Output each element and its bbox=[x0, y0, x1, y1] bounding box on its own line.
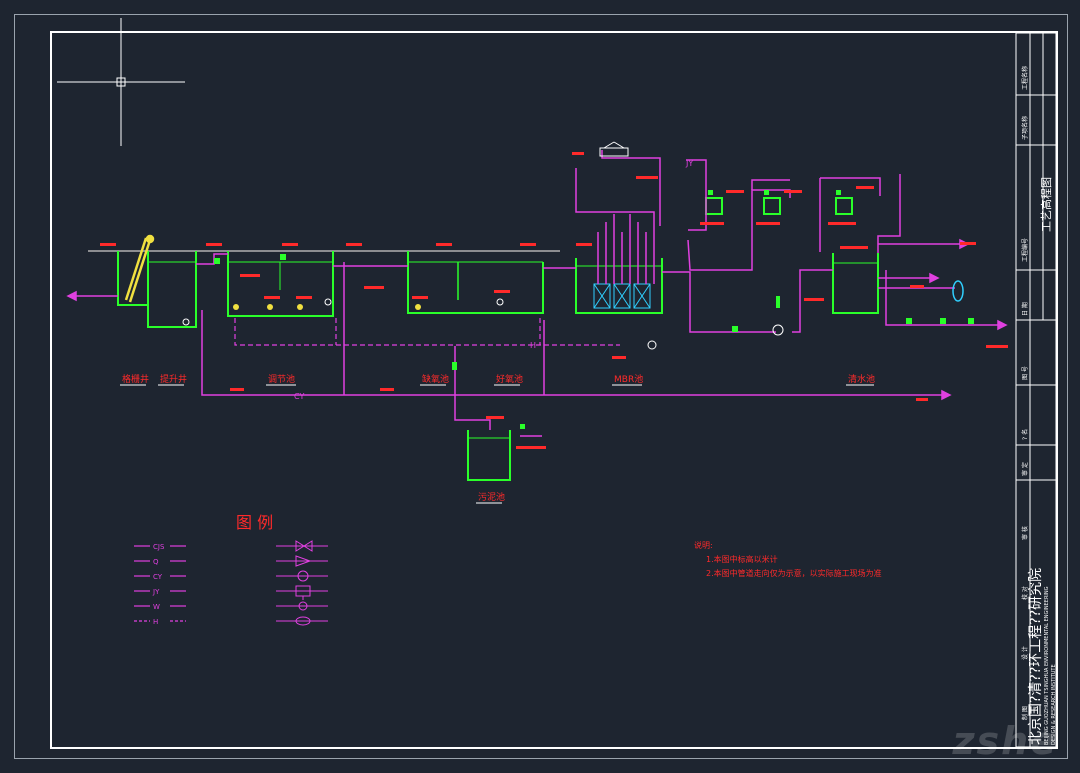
flowmeter-icon bbox=[276, 570, 328, 582]
title-block-label: 制 图 bbox=[1021, 706, 1029, 720]
pipe-code-h: H bbox=[530, 341, 536, 350]
legend-line-w: W bbox=[134, 603, 186, 611]
drawing-border bbox=[50, 31, 1058, 749]
notes: 说明: 1.本图中标高以米计 2.本图中管道走向仅为示意，以实际施工现场为准 bbox=[694, 540, 882, 578]
title-block-label: 图 号 bbox=[1022, 366, 1029, 380]
label-mbr-tank: MBR池 bbox=[614, 373, 643, 385]
title-block bbox=[1015, 32, 1057, 748]
influent-pipe[interactable] bbox=[66, 290, 118, 302]
legend-line-cy: CY bbox=[134, 573, 186, 581]
legend-code-w: W bbox=[153, 603, 160, 611]
pressure-tank[interactable] bbox=[952, 280, 964, 302]
pump-icon bbox=[276, 585, 328, 597]
title-block-label: 校 对 bbox=[1021, 586, 1029, 600]
drawing-title: 工艺高程图 bbox=[1039, 177, 1053, 232]
valve-marks bbox=[214, 190, 974, 429]
legend-line-jy: JY bbox=[134, 588, 186, 596]
label-regulating-tank: 调节池 bbox=[268, 373, 295, 385]
legend-symbols bbox=[276, 540, 328, 626]
legend-code-q: Q bbox=[153, 558, 159, 566]
label-lift-well: 提升井 bbox=[160, 373, 187, 385]
aerators bbox=[233, 304, 421, 310]
label-clear-tank: 清水池 bbox=[848, 373, 875, 385]
title-block-label: 审 定 bbox=[1021, 462, 1029, 476]
title-block-label: 设 计 bbox=[1021, 646, 1029, 660]
lift-well-structure[interactable] bbox=[147, 251, 197, 328]
watermark: zshe bbox=[952, 719, 1058, 763]
dosing-tank-2[interactable] bbox=[763, 197, 781, 215]
pipe-code-jy: JY bbox=[685, 159, 693, 168]
notes-item-2: 2.本图中管道走向仅为示意，以实际施工现场为准 bbox=[706, 568, 882, 578]
mechanical-bar-screen[interactable] bbox=[124, 234, 155, 303]
clear-water-tank-structure[interactable] bbox=[832, 253, 879, 314]
legend-code-cjs: CJS bbox=[153, 543, 165, 551]
clear-water-outlet-pipes[interactable] bbox=[878, 238, 1008, 331]
check-valve-icon bbox=[276, 555, 328, 567]
institute-name-en-2: DESIGN & RESEARCH INSTITUTE bbox=[1051, 664, 1057, 745]
institute-name-en-1: BEIJING GUOZHUAN TSINGHUA ENVIRONMENTAL … bbox=[1044, 586, 1050, 745]
legend: 图 例 CJS Q CY JY WH bbox=[134, 513, 328, 626]
regulating-tank-structure[interactable] bbox=[227, 251, 334, 317]
anoxic-aerobic-tank-structure[interactable] bbox=[407, 251, 544, 314]
label-sludge-tank: 污泥池 bbox=[478, 491, 505, 503]
mbr-membrane-modules[interactable] bbox=[593, 283, 651, 309]
dosing-tank-3[interactable] bbox=[835, 197, 853, 215]
gate-valve-icon bbox=[276, 540, 328, 552]
legend-code-jy: JY bbox=[152, 588, 160, 596]
label-screen-well: 格栅井 bbox=[122, 373, 149, 385]
sludge-tank-structure[interactable] bbox=[467, 430, 511, 481]
legend-line-q: Q bbox=[134, 558, 186, 566]
label-aerobic-tank: 好氧池 bbox=[496, 373, 523, 385]
outer-border bbox=[14, 14, 1068, 759]
h-dashed-pipe[interactable] bbox=[234, 318, 620, 346]
title-block-label: 子项名称 bbox=[1021, 116, 1029, 140]
mbr-effluent-pipe[interactable] bbox=[662, 269, 833, 333]
notes-item-1: 1.本图中标高以米计 bbox=[706, 554, 778, 564]
aerator-icon bbox=[276, 616, 328, 626]
label-anoxic-tank: 缺氧池 bbox=[422, 373, 449, 385]
institute-name: 北京国?清??环工程??研究院 bbox=[1028, 568, 1044, 745]
title-block-label: 日 期 bbox=[1021, 302, 1029, 316]
blower-air-pipe[interactable] bbox=[601, 150, 661, 226]
cy-drain-pipe[interactable] bbox=[201, 262, 952, 401]
main-transfer-pipe[interactable] bbox=[196, 253, 576, 269]
pumps[interactable] bbox=[182, 298, 784, 350]
title-block-label: ? 名 bbox=[1021, 429, 1029, 440]
mbr-tank-structure[interactable] bbox=[575, 258, 663, 314]
title-block-label: 审 核 bbox=[1021, 526, 1029, 540]
legend-code-cy: CY bbox=[153, 573, 163, 581]
legend-code-h: H bbox=[153, 618, 158, 626]
title-block-label: 工程名称 bbox=[1021, 66, 1029, 90]
legend-line-cjs: CJS bbox=[134, 543, 186, 551]
legend-title: 图 例 bbox=[236, 513, 273, 532]
level-gauge-icon bbox=[276, 596, 328, 611]
mbr-riser-pipes[interactable] bbox=[575, 168, 655, 284]
title-block-label: 工程编号 bbox=[1021, 238, 1029, 262]
pipe-code-cy: CY bbox=[294, 392, 304, 401]
dosing-tank-1[interactable] bbox=[705, 197, 723, 215]
legend-line-h: H bbox=[134, 618, 186, 626]
crosshair-cursor-icon bbox=[57, 18, 185, 146]
blower-unit-icon[interactable] bbox=[599, 141, 629, 157]
elevation-annotations bbox=[100, 152, 1008, 449]
notes-title: 说明: bbox=[694, 540, 713, 550]
sludge-pipe[interactable] bbox=[454, 346, 542, 437]
